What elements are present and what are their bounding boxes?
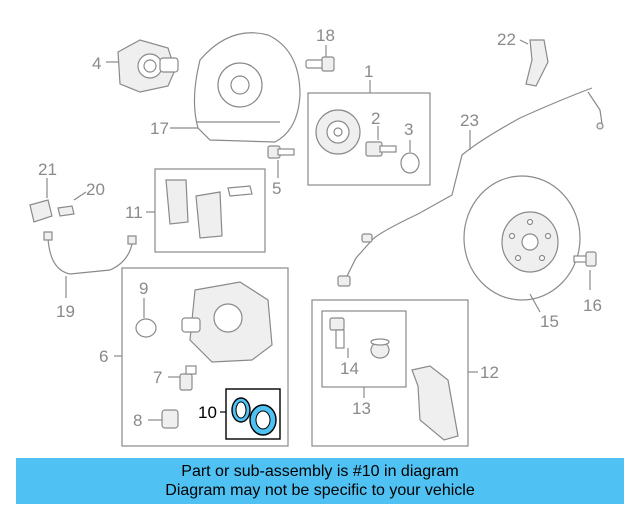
part-6-brake-caliper[interactable] [181, 281, 273, 363]
callout-12: 12 [480, 363, 499, 382]
part-10-seal-kit[interactable] [231, 397, 277, 436]
callout-3: 3 [404, 120, 413, 139]
parts-diagram: 4 17 18 1 2 3 5 11 [29, 26, 604, 447]
part-22-speed-sensor[interactable] [519, 39, 549, 87]
callout-23: 23 [460, 111, 479, 130]
callout-22: 22 [497, 30, 516, 49]
info-banner: Part or sub-assembly is #10 in diagram D… [16, 458, 624, 504]
part-5-bolt[interactable] [267, 145, 295, 178]
part-16-rotor-screw[interactable] [573, 251, 597, 290]
part-11-brake-pads[interactable] [165, 179, 253, 239]
callout-1: 1 [364, 62, 373, 81]
callout-14: 14 [340, 359, 359, 378]
part-12-caliper-bracket[interactable] [411, 365, 459, 441]
part-20-clip[interactable] [57, 191, 87, 217]
box-group-10-highlight [225, 388, 281, 440]
box-group-11 [154, 168, 266, 253]
callout-4: 4 [92, 54, 101, 73]
part-8-bushing[interactable] [148, 409, 179, 429]
banner-line-1: Part or sub-assembly is #10 in diagram [181, 463, 459, 480]
callout-15: 15 [540, 312, 559, 331]
part-15-brake-rotor[interactable] [463, 175, 581, 313]
banner-line-2: Diagram may not be specific to your vehi… [165, 482, 475, 499]
callout-16: 16 [583, 296, 602, 315]
box-group-6 [121, 267, 289, 447]
part-13-bushing[interactable] [370, 338, 390, 359]
part-18-bolt[interactable] [305, 45, 335, 72]
part-4-hub-knuckle[interactable] [106, 39, 179, 93]
callout-5: 5 [272, 179, 281, 198]
part-17-splash-shield[interactable] [170, 32, 301, 143]
part-23-sensor-wire[interactable] [337, 87, 604, 287]
part-1-hub-bearing[interactable] [315, 109, 361, 155]
box-group-1 [307, 92, 431, 186]
callout-13: 13 [352, 399, 371, 418]
callout-6: 6 [99, 347, 108, 366]
part-14-caliper-bolt[interactable] [329, 317, 349, 358]
box-group-12 [311, 299, 469, 447]
part-9-boot[interactable] [135, 298, 157, 338]
callout-20: 20 [86, 180, 105, 199]
part-19-brake-hose[interactable] [43, 231, 137, 298]
callout-9: 9 [139, 279, 148, 298]
part-3-retaining-ring[interactable] [400, 140, 420, 174]
callout-17: 17 [150, 119, 169, 138]
part-2-hub-bolt[interactable] [365, 126, 397, 157]
part-7-guide-pin[interactable] [168, 365, 197, 391]
callout-21: 21 [38, 160, 57, 179]
callout-10: 10 [198, 403, 217, 422]
callout-8: 8 [133, 411, 142, 430]
callout-7: 7 [153, 368, 162, 387]
callout-11: 11 [125, 203, 143, 222]
callout-18: 18 [316, 26, 335, 45]
callout-19: 19 [56, 302, 75, 321]
part-21-bracket[interactable] [29, 178, 53, 223]
callout-2: 2 [371, 109, 380, 128]
